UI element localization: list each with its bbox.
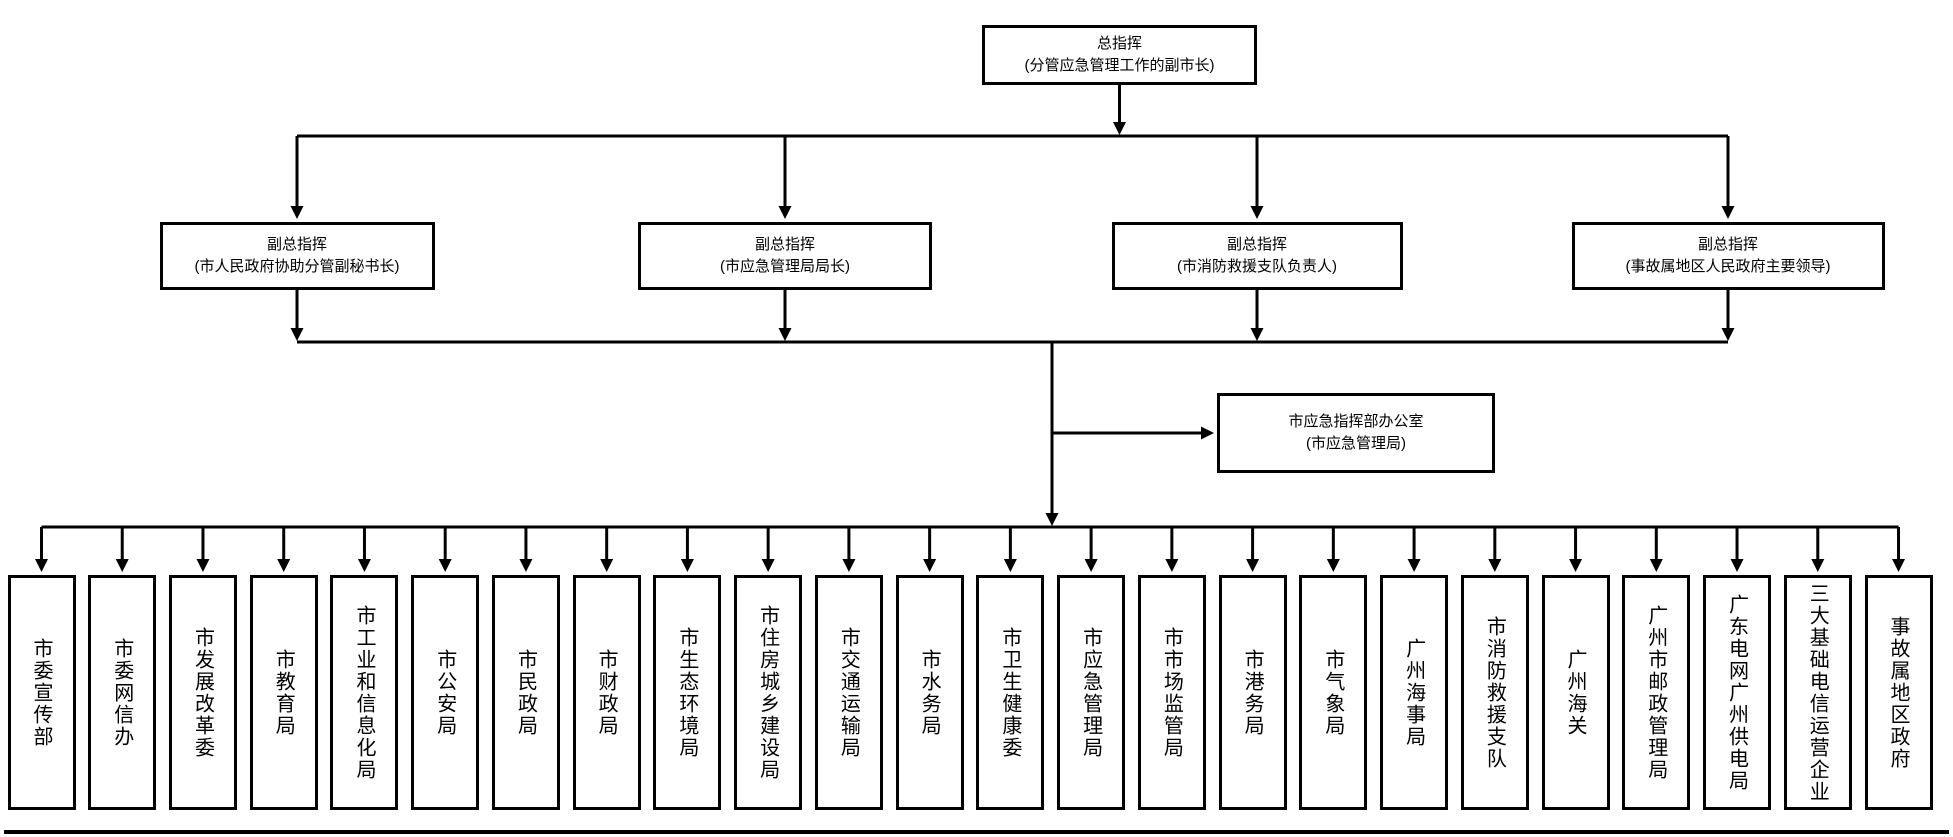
node-chief-commander: 总指挥 (分管应急管理工作的副市长) bbox=[982, 25, 1257, 85]
node-member-unit: 广东电网广州供电局 bbox=[1703, 575, 1772, 810]
arrowhead bbox=[35, 559, 48, 572]
node-emergency-command-office: 市应急指挥部办公室 (市应急管理局) bbox=[1217, 393, 1495, 473]
arrowhead bbox=[1892, 559, 1906, 572]
node-member-unit: 市卫生健康委 bbox=[976, 575, 1045, 810]
node-member-unit: 市公安局 bbox=[411, 575, 480, 810]
node-member-unit: 市委宣传部 bbox=[7, 575, 76, 810]
arrowhead bbox=[1721, 328, 1735, 341]
arrowhead bbox=[1113, 122, 1126, 135]
node-member-unit: 三大基础电信运营企业 bbox=[1783, 575, 1852, 810]
node-title: 副总指挥 bbox=[1226, 235, 1287, 253]
node-member-unit: 市生态环境局 bbox=[653, 575, 722, 810]
node-member-unit: 市气象局 bbox=[1299, 575, 1368, 810]
node-title: 市应急指挥部办公室 bbox=[1288, 412, 1424, 430]
node-member-unit: 广州海关 bbox=[1541, 575, 1610, 810]
node-member-unit: 市委网信办 bbox=[88, 575, 157, 810]
node-member-unit: 市市场监管局 bbox=[1137, 575, 1206, 810]
arrowhead bbox=[1201, 426, 1214, 440]
node-title: 副总指挥 bbox=[754, 235, 815, 253]
arrowhead bbox=[778, 206, 792, 219]
arrowhead bbox=[1730, 559, 1744, 572]
arrowhead bbox=[1721, 206, 1735, 219]
arrowhead bbox=[115, 559, 129, 572]
arrowhead bbox=[1569, 559, 1583, 572]
node-subtitle: (市应急管理局局长) bbox=[720, 258, 850, 275]
arrowhead bbox=[923, 559, 937, 572]
arrowhead bbox=[842, 559, 856, 572]
node-subtitle: (事故属地区人民政府主要领导) bbox=[1625, 258, 1831, 275]
arrowhead bbox=[1326, 559, 1340, 572]
node-member-unit: 市交通运输局 bbox=[814, 575, 883, 810]
arrowhead bbox=[277, 559, 291, 572]
node-title: 总指挥 bbox=[1096, 34, 1142, 52]
node-member-unit: 市水务局 bbox=[895, 575, 964, 810]
node-deputy-commander: 副总指挥 (事故属地区人民政府主要领导) bbox=[1571, 222, 1885, 290]
node-member-unit: 市应急管理局 bbox=[1057, 575, 1126, 810]
arrowhead bbox=[290, 328, 304, 341]
arrowhead bbox=[519, 559, 533, 572]
node-member-unit: 广州海事局 bbox=[1380, 575, 1449, 810]
node-member-unit: 市财政局 bbox=[572, 575, 641, 810]
node-member-unit: 市港务局 bbox=[1218, 575, 1287, 810]
arrowhead bbox=[1811, 559, 1825, 572]
arrowhead bbox=[357, 559, 371, 572]
arrowhead bbox=[600, 559, 614, 572]
arrowhead bbox=[778, 328, 792, 341]
arrowhead bbox=[1246, 559, 1260, 572]
node-deputy-commander: 副总指挥 (市应急管理局局长) bbox=[638, 222, 932, 290]
arrowhead bbox=[1250, 328, 1264, 341]
arrowhead bbox=[290, 206, 304, 219]
arrowhead bbox=[438, 559, 452, 572]
node-deputy-commander: 副总指挥 (市人民政府协助分管副秘书长) bbox=[159, 222, 435, 290]
arrowhead bbox=[761, 559, 775, 572]
node-member-unit: 市住房城乡建设局 bbox=[734, 575, 803, 810]
arrowhead bbox=[1488, 559, 1502, 572]
node-member-unit: 市发展改革委 bbox=[168, 575, 237, 810]
arrowhead bbox=[1407, 559, 1421, 572]
arrowhead bbox=[680, 559, 694, 572]
arrowhead bbox=[1649, 559, 1663, 572]
arrowhead bbox=[1250, 206, 1264, 219]
node-member-unit: 市民政局 bbox=[491, 575, 560, 810]
node-title: 副总指挥 bbox=[266, 235, 327, 253]
arrowhead bbox=[1084, 559, 1098, 572]
node-subtitle: (市应急管理局) bbox=[1306, 435, 1406, 452]
arrowhead bbox=[196, 559, 210, 572]
node-subtitle: (市消防救援支队负责人) bbox=[1177, 258, 1337, 275]
node-member-unit: 市消防救援支队 bbox=[1460, 575, 1529, 810]
node-member-unit: 广州市邮政管理局 bbox=[1622, 575, 1691, 810]
node-member-unit: 事故属地区政府 bbox=[1864, 575, 1933, 810]
arrowhead bbox=[1045, 513, 1059, 526]
node-deputy-commander: 副总指挥 (市消防救援支队负责人) bbox=[1111, 222, 1403, 290]
node-member-unit: 市工业和信息化局 bbox=[330, 575, 399, 810]
bottom-border-line bbox=[4, 830, 1949, 834]
node-title: 副总指挥 bbox=[1697, 235, 1758, 253]
node-member-unit: 市教育局 bbox=[249, 575, 318, 810]
arrowhead bbox=[1165, 559, 1179, 572]
node-subtitle: (市人民政府协助分管副秘书长) bbox=[194, 258, 400, 275]
arrowhead bbox=[1003, 559, 1017, 572]
node-subtitle: (分管应急管理工作的副市长) bbox=[1024, 57, 1215, 74]
